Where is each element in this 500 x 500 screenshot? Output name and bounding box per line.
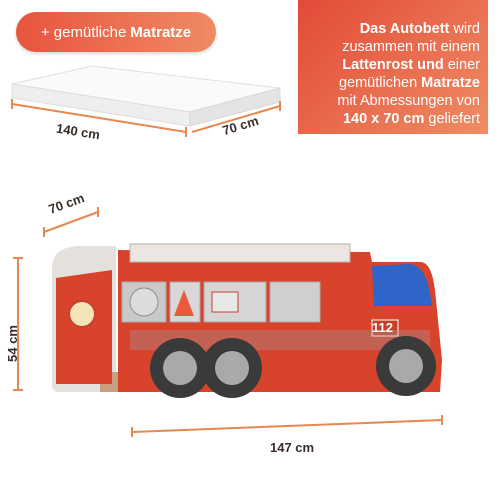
feature-badge: + gemütliche Matratze bbox=[16, 12, 216, 52]
info-line4-bold: Matratze bbox=[421, 75, 480, 91]
badge-bold: Matratze bbox=[130, 23, 192, 41]
badge-prefix: + gemütliche bbox=[40, 23, 127, 41]
info-line2: zusammen mit einem bbox=[342, 39, 480, 55]
info-line3-rest: einer bbox=[443, 57, 480, 73]
info-line1-rest: wird bbox=[449, 21, 480, 37]
info-line4-rest: gemütlichen bbox=[338, 75, 422, 91]
bed-length-label: 147 cm bbox=[270, 440, 315, 455]
info-line5: mit Abmessungen von bbox=[337, 93, 480, 109]
info-line3-bold: Lattenrost und bbox=[342, 57, 444, 73]
truck-number: 112 bbox=[372, 320, 393, 335]
fire-truck-bed bbox=[52, 243, 442, 398]
info-line1-bold: Das Autobett bbox=[359, 21, 450, 37]
bed-dimension-lines bbox=[13, 207, 443, 437]
mattress bbox=[11, 65, 281, 127]
bed-height-label: 54 cm bbox=[4, 325, 20, 362]
info-line6-bold: 140 x 70 cm bbox=[342, 111, 425, 127]
mattress-dimension-lines bbox=[11, 99, 281, 137]
info-box: Das Autobett wird zusammen mit einem Lat… bbox=[298, 0, 488, 134]
info-line6-rest: geliefert bbox=[424, 111, 480, 127]
wheels bbox=[150, 336, 436, 398]
